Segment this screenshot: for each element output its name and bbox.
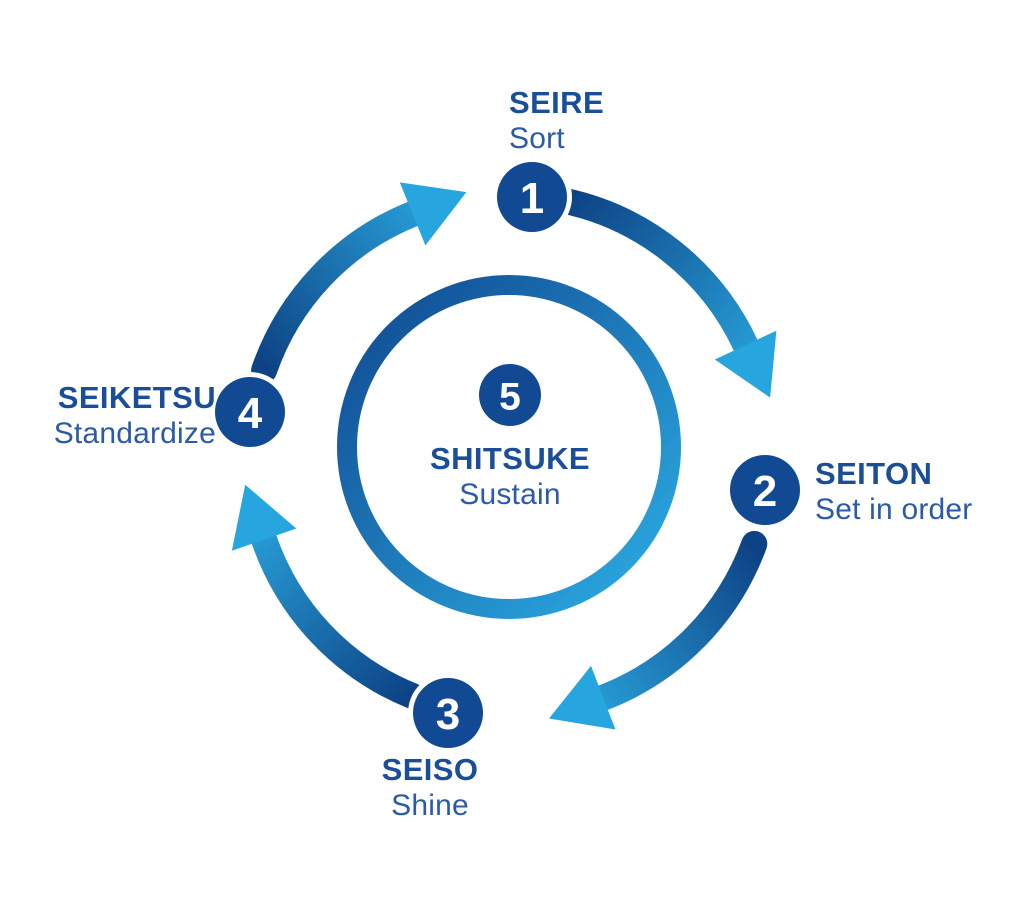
- step-circle-1: [497, 162, 567, 232]
- arrowhead-step2-to-step3-icon: [549, 665, 616, 730]
- arrowhead-step3-to-step4-icon: [231, 484, 297, 551]
- arc-step2-to-step3: [590, 530, 768, 711]
- step-4-english: Standardize: [53, 417, 216, 450]
- step-circle-4: [215, 377, 285, 447]
- arc-step3-to-step4: [251, 526, 426, 710]
- step-circle-2: [730, 455, 800, 525]
- arc-step1-to-step2: [551, 187, 759, 359]
- step-5-number: 5: [499, 375, 521, 419]
- step-2-english: Set in order: [815, 493, 973, 526]
- step-3-label: SEISO Shine: [382, 752, 479, 824]
- step-3-japanese: SEISO: [381, 752, 479, 787]
- center-ring: [337, 275, 681, 619]
- step-circle-3: [413, 678, 483, 748]
- step-3-number: 3: [435, 690, 461, 739]
- step-1-label: SEIRE Sort: [509, 85, 604, 157]
- step-4-number: 4: [237, 389, 263, 438]
- step-4-japanese: SEIKETSU: [57, 380, 216, 415]
- step-5-japanese: SHITSUKE: [430, 441, 590, 476]
- step-4-label: SEIKETSU Standardize: [20, 380, 216, 452]
- arrowhead-step1-to-step2-icon: [714, 330, 777, 398]
- step-1-number: 1: [519, 174, 545, 223]
- step-2-japanese: SEITON: [815, 456, 933, 491]
- arc-step4-to-step1: [251, 200, 426, 384]
- step-5-label: SHITSUKE Sustain: [430, 441, 590, 513]
- step-2-number: 2: [752, 467, 778, 516]
- step-2-label: SEITON Set in order: [815, 456, 972, 528]
- step-circle-5: [479, 364, 541, 426]
- step-5-english: Sustain: [459, 478, 561, 511]
- step-3-english: Shine: [391, 789, 469, 822]
- arrowhead-step4-to-step1-icon: [399, 182, 467, 246]
- step-1-english: Sort: [509, 122, 565, 155]
- step-1-japanese: SEIRE: [509, 85, 605, 120]
